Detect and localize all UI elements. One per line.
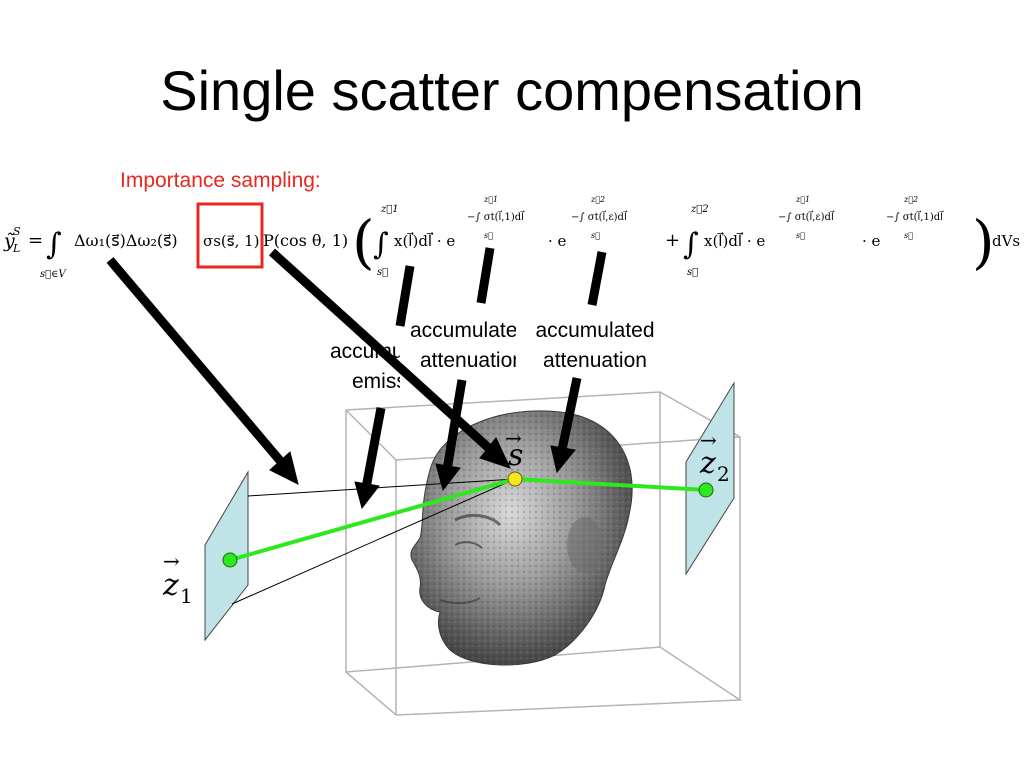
eq-plus: +	[665, 230, 680, 251]
eq-exp2: −∫ σt(l⃗,ε)dl⃗	[571, 210, 628, 223]
sigma-highlight-box	[196, 202, 264, 269]
arrow-omega-to-z1-plane	[106, 257, 299, 485]
accumulated-attenuation-label-b: accumulated attenuation	[520, 316, 670, 376]
eq-int1-bot: s⃗	[377, 267, 388, 278]
eq-int2-symbol: ∫	[683, 227, 699, 262]
scatter-equation: ỹ S L = ∫ s⃗∈V Δω₁(s⃗)Δω₂(s⃗) σs(s⃗, 1) …	[3, 195, 1020, 280]
eq-equals: =	[28, 230, 43, 251]
eq-dot2: · e	[862, 232, 881, 250]
eq-int1-top: z⃗1	[380, 204, 399, 215]
eq-exp3-top: z⃗1	[795, 195, 810, 204]
eq-emission2: x(l⃗)dl⃗ · e	[704, 231, 765, 250]
label-z1-sub: 1	[180, 584, 193, 608]
arrow-attenuation-b-to-ray	[550, 251, 607, 474]
eq-exp1-top: z⃗1	[483, 195, 498, 204]
head-volume	[410, 410, 633, 666]
importance-sampling-label: Importance sampling:	[120, 169, 321, 192]
label-z2: z	[699, 446, 716, 481]
cone-line-top	[247, 478, 516, 497]
eq-int2-top: z⃗2	[690, 204, 709, 215]
eq-emission1: x(l⃗)dl⃗ · e	[394, 231, 455, 250]
eq-lhs-sub: L	[12, 242, 20, 255]
slide-title: Single scatter compensation	[160, 59, 864, 122]
annotation-arrows	[106, 247, 607, 510]
label-s-arrow: →	[505, 426, 522, 450]
eq-integral-main: ∫	[46, 227, 62, 262]
atten-a-line1: accumulated	[410, 319, 516, 342]
eq-tail: dVs	[992, 232, 1020, 250]
ray-s-to-z2	[514, 477, 707, 492]
eq-exp3: −∫ σt(l⃗,ε)dl⃗	[778, 210, 835, 223]
eq-exp1: −∫ σt(l⃗,1)dl⃗	[467, 210, 525, 223]
accumulated-emission-label: accumulated emission	[330, 337, 400, 397]
arrow-emission-to-ray	[354, 265, 415, 510]
accumulated-attenuation-label-a: accumulated attenuation	[410, 316, 516, 376]
atten-b-line1: accumulated	[535, 319, 655, 342]
eq-exp1-bot: s⃗	[484, 231, 493, 240]
eq-exp4: −∫ σt(l⃗,1)dl⃗	[886, 210, 944, 223]
eq-omega-term: Δω₁(s⃗)Δω₂(s⃗)	[74, 231, 178, 250]
eq-exp3-bot: s⃗	[796, 231, 805, 240]
eq-integral-sub: s⃗∈V	[40, 269, 68, 280]
eq-exp2-bot: s⃗	[591, 231, 600, 240]
atten-b-line2: attenuation	[543, 349, 647, 372]
eq-exp4-top: z⃗2	[903, 195, 918, 204]
point-z2	[698, 482, 714, 498]
eq-big-paren-left: (	[352, 208, 375, 276]
eq-int2-bot: s⃗	[687, 267, 698, 278]
eq-lhs: ỹ	[3, 230, 15, 252]
ray-z1-to-s	[229, 477, 516, 562]
eq-lhs-sup: S	[13, 225, 21, 238]
eq-dot1: · e	[548, 232, 567, 250]
label-z2-sub: 2	[717, 462, 730, 486]
cone-line-bottom	[231, 478, 516, 605]
detector-plane-z2	[685, 381, 735, 576]
scatter-point-s	[507, 471, 523, 487]
label-z1-arrow: →	[163, 549, 180, 573]
atten-a-line2: attenuation	[420, 349, 516, 372]
eq-phase-term: P(cos θ, 1)	[263, 231, 348, 250]
emission-label-line2: emission	[352, 370, 400, 393]
eq-exp2-top: z⃗2	[590, 195, 605, 204]
point-z1	[222, 552, 238, 568]
arrow-attenuation-a-to-ray	[435, 247, 495, 492]
eq-big-paren-right: )	[972, 208, 995, 276]
label-z2-arrow: →	[700, 428, 717, 452]
label-z1: z	[162, 568, 179, 603]
arrow-sigma-to-s	[268, 248, 511, 469]
label-s: s	[508, 438, 523, 473]
eq-exp4-bot: s⃗	[904, 231, 913, 240]
eq-sigma-term: σs(s⃗, 1)	[203, 232, 260, 250]
eq-int1-symbol: ∫	[373, 227, 389, 262]
